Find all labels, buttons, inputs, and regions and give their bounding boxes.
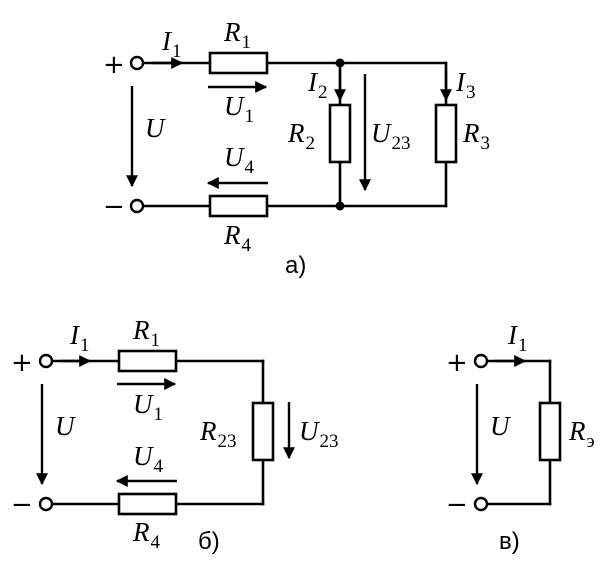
terminal-a-minus — [129, 198, 145, 214]
label-c-re: Rэ — [568, 416, 595, 452]
label-a-u4: U4 — [224, 142, 255, 178]
resistor-r1 — [208, 51, 269, 75]
terminal-c-plus — [473, 353, 489, 369]
circuit-c: + − I1 U Rэ в) — [446, 320, 595, 555]
label-b-r23: R23 — [199, 416, 237, 452]
resistor-r4 — [208, 194, 269, 218]
label-a-r4: R4 — [223, 220, 252, 256]
label-a-r2: R2 — [287, 118, 315, 154]
label-a-u23: U23 — [371, 118, 411, 154]
circuit-b: + − I1 R1 U1 R23 U23 U U4 R4 б) — [11, 315, 339, 555]
label-a-u1: U1 — [224, 91, 254, 127]
minus-sign-c: − — [446, 490, 468, 520]
label-a-i2: I2 — [307, 67, 328, 103]
plus-sign-a: + — [103, 50, 125, 80]
label-a-i1: I1 — [161, 26, 182, 62]
label-c-i1: I1 — [507, 320, 528, 356]
terminal-b-minus — [38, 496, 54, 512]
terminal-b-plus — [38, 353, 54, 369]
caption-b: б) — [198, 528, 220, 555]
resistor-b-r23 — [251, 401, 275, 462]
label-b-i1: I1 — [69, 320, 90, 356]
plus-sign-c: + — [446, 348, 468, 378]
resistor-re — [538, 401, 562, 462]
label-b-r4: R4 — [132, 517, 161, 553]
node-a-bottom — [335, 201, 345, 211]
label-b-u23: U23 — [299, 416, 339, 452]
minus-sign-b: − — [11, 490, 33, 520]
circuit-a: + − I1 R1 U1 I2 I3 R2 U23 R3 U U4 R4 а) — [103, 17, 490, 279]
resistor-b-r4 — [117, 492, 178, 516]
label-b-u: U — [55, 411, 76, 441]
resistor-b-r1 — [117, 349, 178, 373]
label-b-u4: U4 — [133, 441, 164, 477]
label-b-u1: U1 — [133, 389, 163, 425]
label-a-u: U — [145, 113, 166, 143]
label-a-r1: R1 — [223, 17, 251, 53]
label-a-r3: R3 — [462, 118, 490, 154]
label-a-i3: I3 — [455, 67, 476, 103]
terminal-a-plus — [129, 55, 145, 71]
terminal-c-minus — [473, 496, 489, 512]
minus-sign-a: − — [103, 192, 125, 222]
resistor-r3 — [434, 103, 458, 164]
caption-a: а) — [285, 252, 306, 279]
caption-c: в) — [499, 528, 520, 555]
plus-sign-b: + — [11, 348, 33, 378]
label-b-r1: R1 — [132, 315, 160, 351]
resistor-r2 — [328, 103, 352, 164]
label-c-u: U — [490, 411, 511, 441]
node-a-top — [335, 58, 345, 68]
